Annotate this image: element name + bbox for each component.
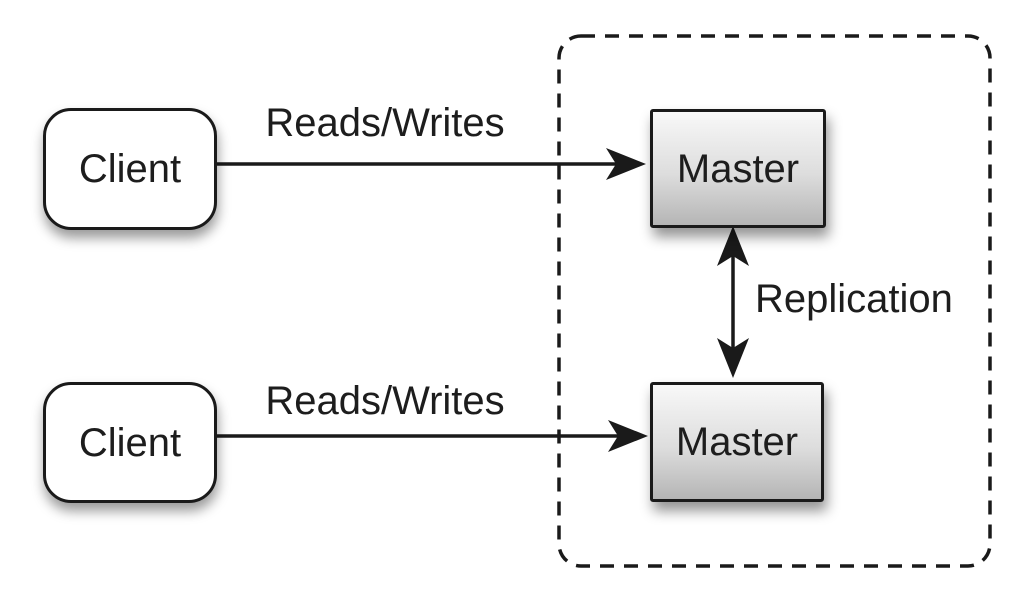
- arrowhead-right-icon: [608, 420, 648, 452]
- dashed-boundary-rect: [557, 34, 992, 568]
- reads-writes-arrow-top: [211, 148, 646, 180]
- node-client-bottom-label: Client: [78, 420, 182, 465]
- node-master-bottom: Master: [650, 382, 824, 502]
- edge-label-replication: Replication: [755, 277, 953, 321]
- arrowhead-up-icon: [717, 226, 749, 266]
- arrowhead-down-icon: [717, 338, 749, 378]
- node-client-bottom: Client: [43, 382, 217, 503]
- edge-label-reads-writes-top: Reads/Writes: [265, 101, 505, 145]
- node-client-top-label: Client: [78, 147, 182, 191]
- node-client-top: Client: [43, 108, 217, 230]
- reads-writes-arrow-bottom: [212, 420, 648, 452]
- node-master-bottom-label: Master: [675, 420, 799, 464]
- edge-label-reads-writes-bottom: Reads/Writes: [265, 379, 505, 423]
- node-master-top-label: Master: [676, 146, 800, 191]
- replication-arrow: [717, 226, 749, 378]
- arrowhead-right-icon: [606, 148, 646, 180]
- node-master-top: Master: [650, 109, 826, 228]
- replication-boundary-group: [557, 34, 992, 568]
